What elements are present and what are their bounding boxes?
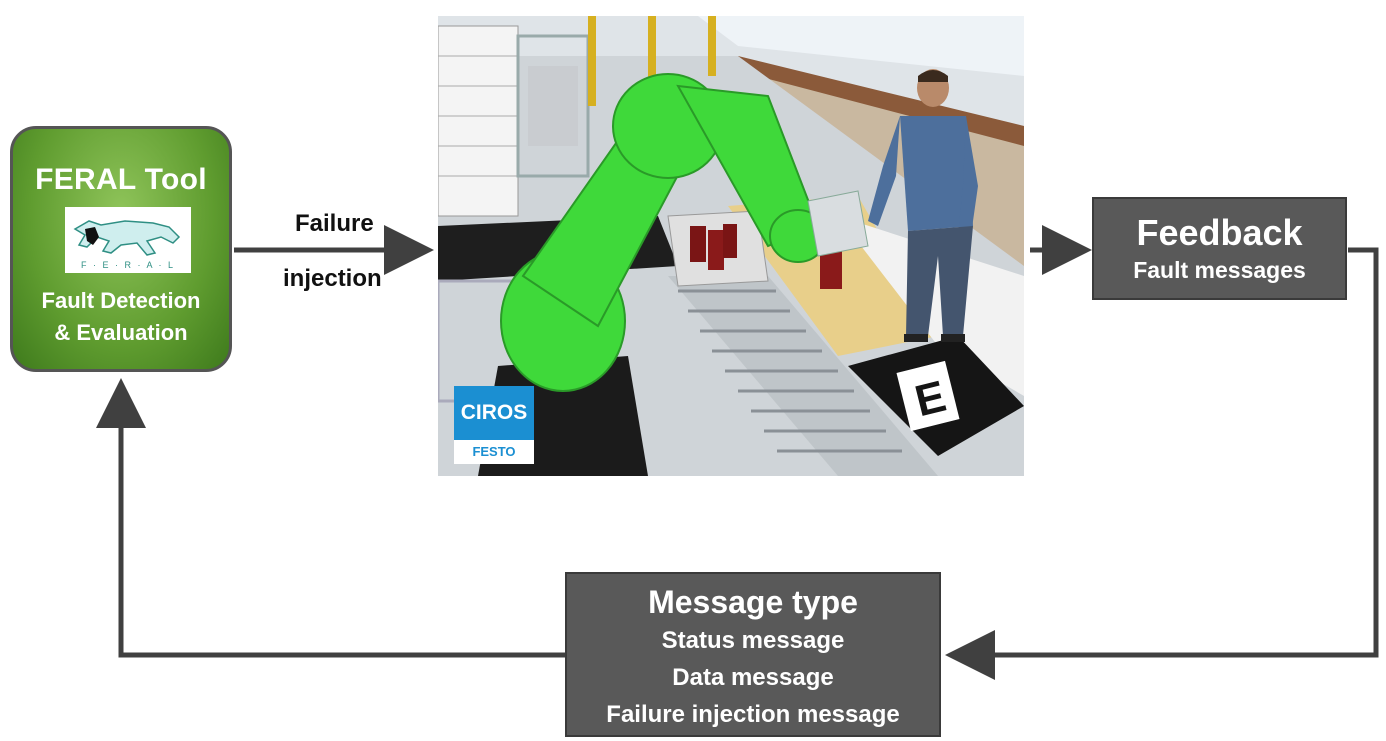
feral-logo: F · E · R · A · L — [65, 207, 191, 273]
failure-label: Failure — [295, 210, 374, 237]
message-type-title: Message type — [648, 584, 858, 620]
message-type-item-failure: Failure injection message — [606, 701, 900, 728]
robot-cell-scene: E — [438, 16, 1024, 476]
feedback-subtitle: Fault messages — [1133, 257, 1306, 283]
message-type-box: Message type Status message Data message… — [565, 572, 941, 737]
arrow-feedback-to-message — [945, 247, 1379, 680]
feral-logo-letters: F · E · R · A · L — [80, 260, 175, 270]
festo-brand: FESTO — [454, 440, 534, 464]
feral-tool-box: FERAL Tool F · E · R · A · L Fault Detec… — [10, 126, 232, 372]
scene-illustration: E — [438, 16, 1024, 476]
robot-arm — [500, 73, 827, 392]
feral-subtitle-line1: Fault Detection — [41, 288, 201, 313]
person-figure — [868, 69, 978, 342]
injection-label: injection — [283, 265, 382, 292]
feedback-box: Feedback Fault messages — [1092, 197, 1347, 300]
message-type-item-status: Status message — [661, 627, 845, 654]
feral-subtitle-line2: & Evaluation — [54, 320, 188, 345]
ciros-festo-badge: CIROS FESTO — [454, 386, 534, 464]
feedback-title: Feedback — [1136, 212, 1303, 253]
roller-conveyor — [668, 276, 938, 476]
arrow-message-to-feral — [96, 378, 565, 658]
feral-title: FERAL Tool — [35, 163, 207, 196]
message-type-item-data: Data message — [672, 664, 834, 691]
shelf-rack — [438, 25, 519, 217]
feral-panther-icon — [73, 220, 181, 256]
feral-subtitle: Fault Detection & Evaluation — [13, 285, 229, 349]
ciros-brand: CIROS — [454, 386, 534, 440]
